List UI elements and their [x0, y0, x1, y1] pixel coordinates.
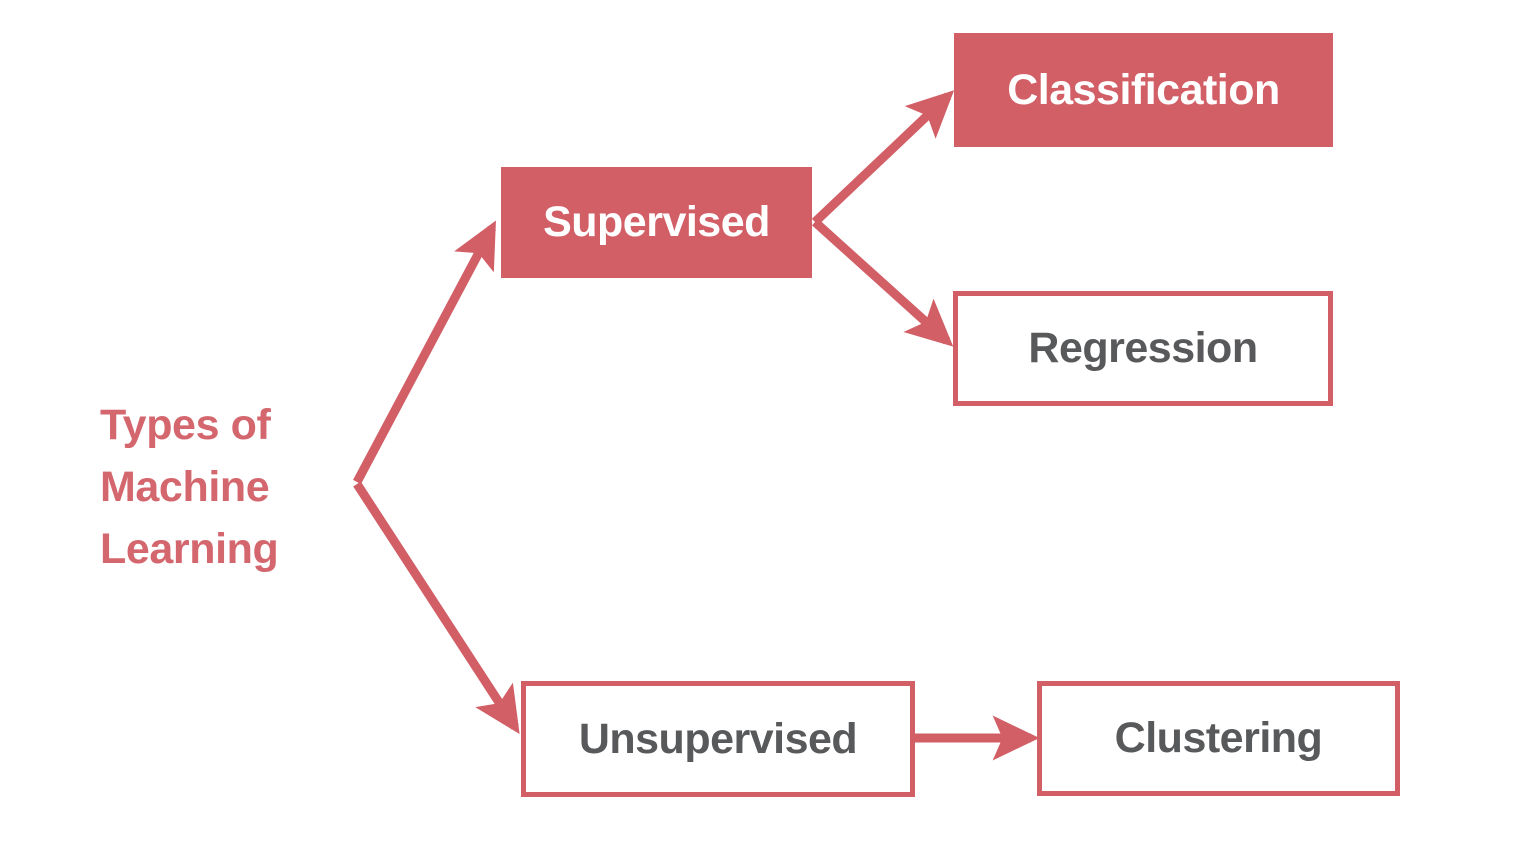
node-regression-label: Regression [1028, 324, 1258, 372]
node-unsupervised[interactable]: Unsupervised [521, 681, 915, 797]
node-clustering[interactable]: Clustering [1037, 681, 1400, 796]
root-label-line-2: Machine [100, 462, 270, 511]
node-classification-label: Classification [1007, 65, 1280, 114]
edge-supervised-to-classification [811, 90, 955, 226]
edge-root-to-unsupervised [353, 481, 520, 735]
node-unsupervised-label: Unsupervised [578, 714, 858, 763]
edge-root-to-supervised [353, 220, 496, 485]
root-label-line-3: Learning [100, 524, 279, 573]
node-supervised-label: Supervised [543, 198, 770, 246]
node-classification[interactable]: Classification [954, 33, 1333, 147]
root-label-line-1: Types of [100, 401, 271, 449]
root-label: Types of Machine Learning [100, 395, 350, 581]
edge-supervised-to-regression [811, 218, 954, 347]
node-regression[interactable]: Regression [953, 291, 1333, 406]
node-supervised[interactable]: Supervised [501, 167, 812, 278]
node-clustering-label: Clustering [1114, 714, 1323, 762]
